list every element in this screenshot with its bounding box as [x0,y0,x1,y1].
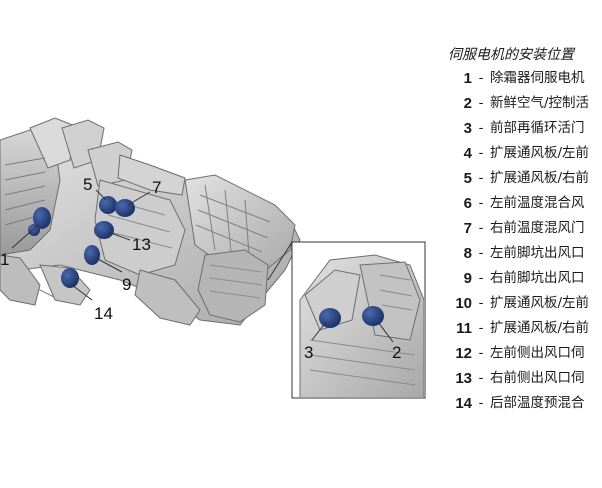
legend-item: 4-扩展通风板/左前 [444,141,602,166]
callout-14: 14 [94,304,113,323]
legend-item-separator: - [478,145,484,161]
callout-7: 7 [152,178,161,197]
callout-5: 5 [83,175,92,194]
legend-item-label: 扩展通风板/左前 [490,295,590,311]
legend-item-label: 右前脚坑出风口 [490,270,585,286]
legend-item: 9-右前脚坑出风口 [444,266,602,291]
legend-item: 12-左前侧出风口伺 [444,341,602,366]
legend-item-number: 2 [463,95,472,112]
legend-item-label: 扩展通风板/右前 [490,320,590,336]
legend-item-number: 9 [463,270,472,287]
legend-item-separator: - [478,395,484,411]
legend-item-separator: - [478,345,484,361]
legend-item-number: 5 [463,170,472,187]
servo-motor-13 [94,221,114,239]
servo-motor-7 [115,199,135,217]
legend-list: 1-除霜器伺服电机 2-新鲜空气/控制活 3-前部再循环活门 4-扩展通风板/左… [444,66,602,416]
legend-item-separator: - [478,270,484,286]
legend-item: 5-扩展通风板/右前 [444,166,602,191]
callout-2: 2 [392,343,401,362]
legend-item-label: 除霜器伺服电机 [490,70,585,86]
legend-item: 2-新鲜空气/控制活 [444,91,602,116]
legend-item-separator: - [478,295,484,311]
callout-13: 13 [132,235,151,254]
legend-item-label: 右前温度混风门 [490,220,585,236]
legend-item: 10-扩展通风板/左前 [444,291,602,316]
legend-item: 8-左前脚坑出风口 [444,241,602,266]
legend-item: 7-右前温度混风门 [444,216,602,241]
legend-item-label: 右前侧出风口伺 [490,370,585,386]
legend-item-separator: - [478,70,484,86]
legend-item: 14-后部温度预混合 [444,391,602,416]
legend-item-number: 8 [463,245,472,262]
legend-item-separator: - [478,120,484,136]
legend-item-number: 10 [455,295,472,312]
leader-lines-main [11,189,151,301]
legend-item-separator: - [478,170,484,186]
legend-item-number: 7 [463,220,472,237]
legend-item-label: 左前温度混合风 [490,195,585,211]
legend-item-number: 3 [463,120,472,137]
legend-item-number: 11 [456,320,472,337]
legend-item-label: 后部温度预混合 [490,395,585,411]
inset-detail [291,241,426,399]
inset-connector-line [267,241,293,281]
legend-item-separator: - [478,245,484,261]
callout-3: 3 [304,343,313,362]
legend-item: 11-扩展通风板/右前 [444,316,602,341]
legend-item-label: 左前侧出风口伺 [490,345,585,361]
legend-item-separator: - [478,220,484,236]
legend-item-number: 4 [463,145,472,162]
legend-item-label: 前部再循环活门 [490,120,585,136]
legend-item-number: 12 [455,345,472,362]
legend-item-number: 14 [455,395,472,412]
legend-item-separator: - [478,320,484,336]
legend-item: 13-右前侧出风口伺 [444,366,602,391]
legend-title: 伺服电机的安装位置 [448,47,574,63]
legend-item: 3-前部再循环活门 [444,116,602,141]
legend-item-number: 6 [463,195,472,212]
legend-item-separator: - [478,195,484,211]
servo-motor-5 [99,196,117,214]
legend-item: 6-左前温度混合风 [444,191,602,216]
servo-motor-1 [28,207,51,236]
callout-9: 9 [122,275,131,294]
legend-item-separator: - [478,370,484,386]
callout-1: 1 [0,250,9,269]
servo-motor-14 [61,268,79,288]
legend-item-number: 1 [463,70,472,87]
legend-item-label: 左前脚坑出风口 [490,245,585,261]
legend-item: 1-除霜器伺服电机 [444,66,602,91]
hvac-housing [0,117,301,326]
servo-motor-9 [84,245,100,265]
legend: 伺服电机的安装位置 1-除霜器伺服电机 2-新鲜空气/控制活 3-前部再循环活门… [444,44,602,424]
legend-item-label: 新鲜空气/控制活 [490,95,590,111]
legend-item-label: 扩展通风板/右前 [490,170,590,186]
legend-item-number: 13 [455,370,472,387]
legend-item-label: 扩展通风板/左前 [490,145,590,161]
legend-item-separator: - [478,95,484,111]
